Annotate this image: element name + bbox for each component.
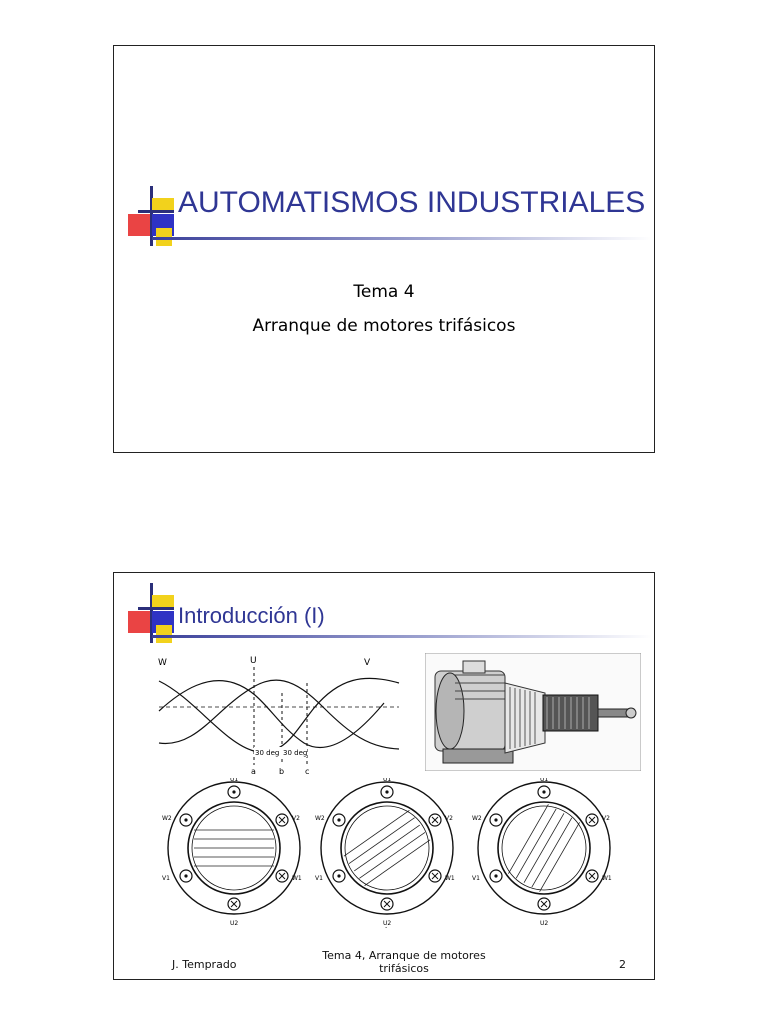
point-a: a — [251, 767, 256, 776]
terminal-v1: V1 — [472, 875, 480, 882]
stator-caption: b — [385, 926, 390, 928]
wave-label-w: W — [158, 658, 167, 668]
stator-caption: c — [542, 926, 546, 928]
terminal-v2: V2 — [292, 815, 300, 822]
terminal-w1: W1 — [292, 875, 302, 882]
terminal-w1: W1 — [602, 875, 612, 882]
terminal-v2: V2 — [602, 815, 610, 822]
title-underline — [152, 635, 652, 638]
three-phase-waveform-figure: W U V 30 deg 30 deg a b c — [158, 656, 400, 776]
slide-logo-icon — [128, 583, 174, 643]
stator-caption: a — [232, 926, 237, 928]
terminal-v2: V2 — [445, 815, 453, 822]
slide-1: AUTOMATISMOS INDUSTRIALES Tema 4 Arranqu… — [113, 45, 655, 453]
terminal-u1: U1 — [230, 778, 238, 783]
slide-title: Introducción (I) — [178, 603, 325, 628]
deg-label-2: 30 deg — [283, 749, 307, 757]
terminal-w2: W2 — [162, 815, 172, 822]
deg-label-1: 30 deg — [255, 749, 279, 757]
subtitle-line-1: Tema 4 — [353, 282, 415, 302]
terminal-w2: W2 — [315, 815, 325, 822]
footer-title-line-1: Tema 4, Arranque de motores — [322, 949, 486, 962]
point-c: c — [305, 767, 309, 776]
terminal-u2: U2 — [230, 920, 238, 927]
terminal-u1: U1 — [540, 778, 548, 783]
wave-label-v: V — [364, 658, 371, 668]
slide-2: Introducción (I) W U V 30 deg 30 deg a b… — [113, 572, 655, 980]
title-underline — [152, 237, 652, 240]
terminal-u1: U1 — [383, 778, 391, 783]
footer-author: J. Temprado — [172, 958, 237, 971]
footer-title-line-2: trifásicos — [379, 962, 429, 975]
terminal-v1: V1 — [315, 875, 323, 882]
terminal-w2: W2 — [472, 815, 482, 822]
slide-title: AUTOMATISMOS INDUSTRIALES — [178, 186, 646, 219]
slide-logo-icon — [128, 186, 174, 246]
terminal-w1: W1 — [445, 875, 455, 882]
terminal-u2: U2 — [383, 920, 391, 927]
footer-page-number: 2 — [619, 958, 626, 971]
terminal-u2: U2 — [540, 920, 548, 927]
wave-label-u: U — [250, 656, 257, 666]
point-b: b — [279, 767, 284, 776]
terminal-v1: V1 — [162, 875, 170, 882]
footer-title: Tema 4, Arranque de motores trifásicos — [304, 949, 504, 975]
motor-cutaway-image — [425, 653, 641, 771]
subtitle-line-2: Arranque de motores trifásicos — [252, 316, 516, 336]
